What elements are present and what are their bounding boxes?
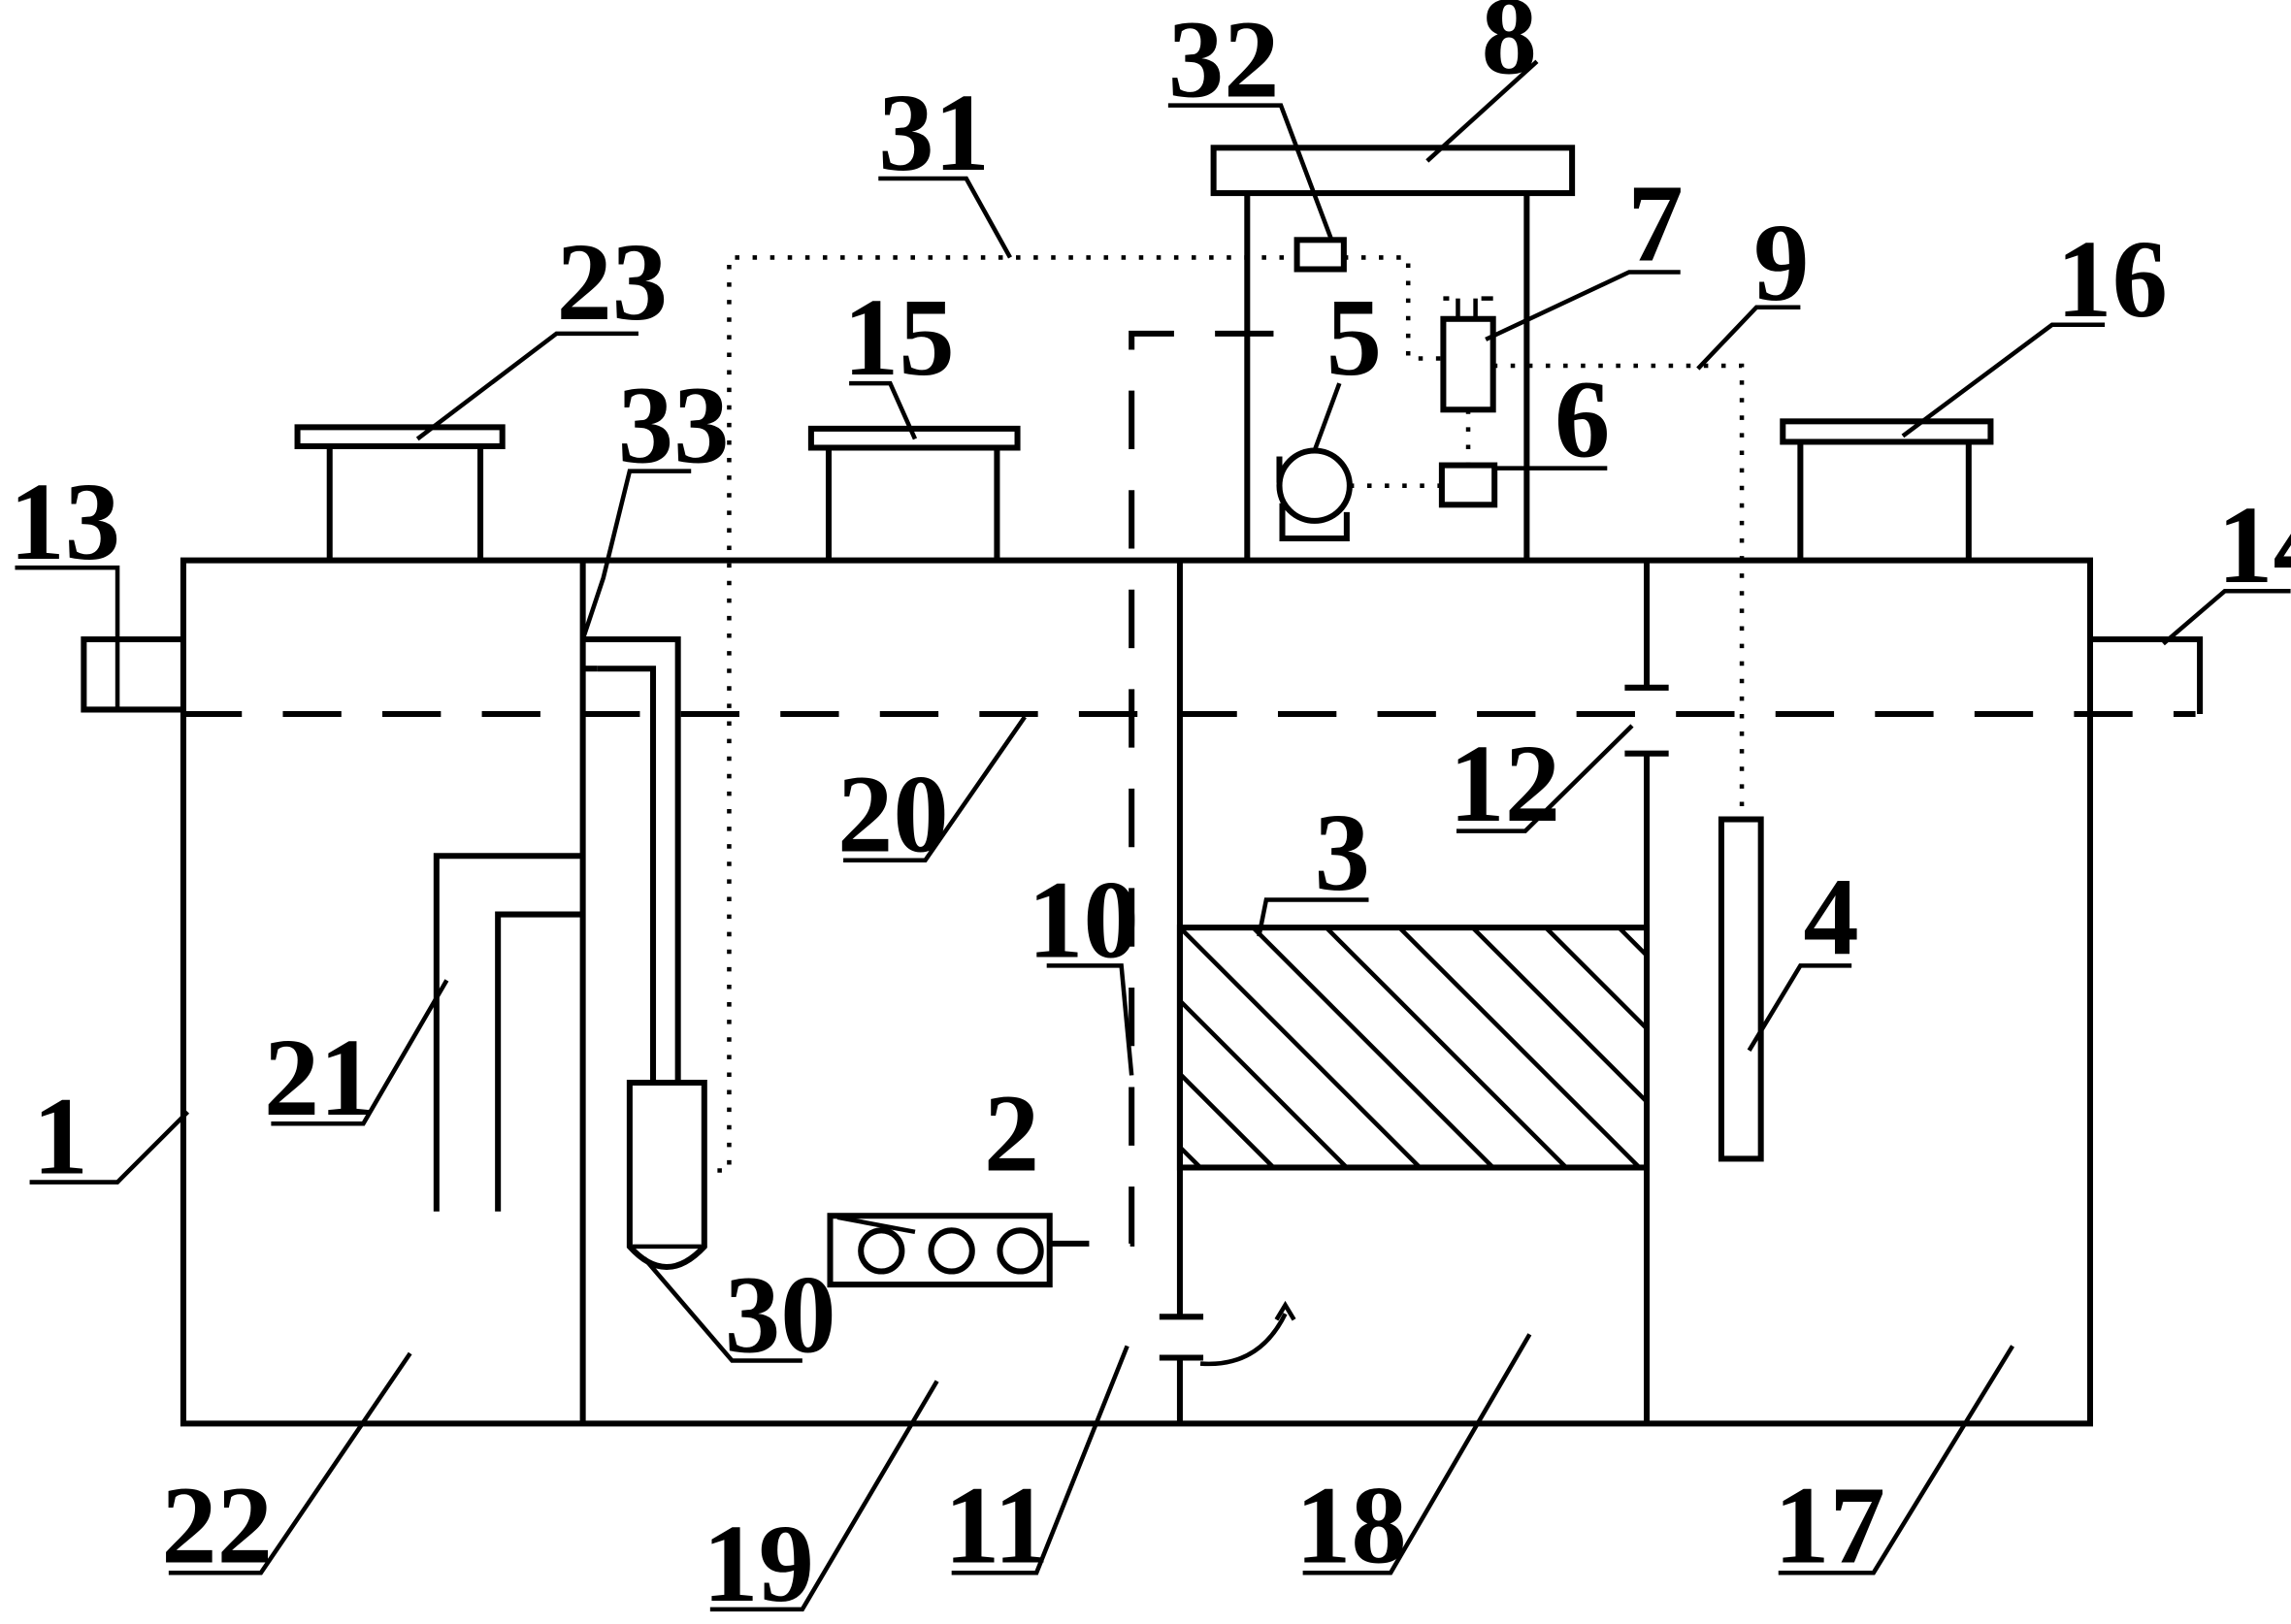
label-12: 12	[1449, 722, 1560, 845]
controller-7	[1440, 315, 1496, 413]
blower-5-base	[1279, 503, 1350, 541]
label-21: 21	[264, 1016, 376, 1139]
label-8: 8	[1482, 0, 1537, 97]
label-1: 1	[33, 1075, 88, 1198]
device-6	[1438, 462, 1498, 508]
aerator-2	[827, 1213, 1053, 1288]
equipment-house-roof-8	[1210, 145, 1576, 197]
label-14: 14	[2217, 483, 2291, 606]
label-7: 7	[1627, 161, 1683, 284]
label-31: 31	[878, 71, 990, 194]
label-11: 11	[944, 1464, 1049, 1587]
label-10: 10	[1028, 858, 1139, 981]
flow-arrow-11	[1199, 1313, 1288, 1367]
label-20: 20	[837, 753, 949, 876]
label-5: 5	[1326, 276, 1382, 399]
probe-4	[1718, 816, 1764, 1162]
label-23: 23	[556, 220, 668, 343]
tank-body	[180, 557, 2093, 1427]
manhole-cover-16	[1780, 418, 1994, 445]
filler-media-3	[1176, 925, 1651, 1171]
label-4: 4	[1803, 855, 1858, 978]
baffle-21-outer	[433, 853, 583, 1212]
blower-5	[1276, 447, 1353, 524]
label-18: 18	[1295, 1464, 1407, 1587]
signal-line-9	[1492, 363, 1745, 820]
return-pipe-33	[582, 636, 681, 1083]
baffle-21-inner	[495, 911, 583, 1212]
label-32: 32	[1168, 0, 1280, 121]
label-17: 17	[1774, 1464, 1885, 1587]
pump-30	[626, 1079, 707, 1270]
manhole-cover-15	[807, 425, 1021, 451]
label-22: 22	[161, 1464, 273, 1587]
label-16: 16	[2056, 217, 2168, 341]
label-9: 9	[1753, 201, 1809, 324]
flow-arrowhead-11	[1274, 1300, 1296, 1321]
label-3: 3	[1315, 791, 1370, 914]
inlet-pipe-13	[81, 636, 183, 713]
leader-lines	[15, 59, 2291, 1612]
sensor-32	[1293, 237, 1347, 273]
aerator-hole-3	[997, 1227, 1044, 1275]
air-pipe-10	[1051, 330, 1274, 1247]
label-15: 15	[843, 276, 955, 399]
label-6: 6	[1555, 358, 1610, 481]
label-33: 33	[618, 364, 730, 487]
outlet-pipe-14	[2089, 636, 2204, 714]
label-19: 19	[703, 1502, 814, 1624]
manhole-cover-23	[294, 424, 506, 449]
filler-hatching	[1179, 927, 1648, 1168]
label-30: 30	[725, 1252, 836, 1376]
aerator-hole-1	[858, 1227, 905, 1275]
label-13: 13	[9, 460, 120, 583]
aerator-hole-2	[928, 1227, 975, 1275]
return-pipe-33-inner	[597, 666, 657, 1083]
label-2: 2	[984, 1071, 1039, 1194]
